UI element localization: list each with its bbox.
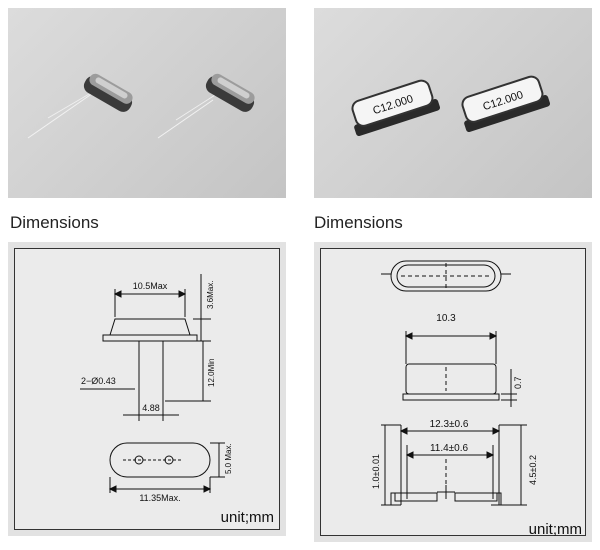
dim-lead-length: 12.0Min [207,359,216,387]
photo-left [8,8,286,198]
dim-width: 10.5Max [133,281,168,291]
dim-bottom-height: 5.0 Max. [224,443,233,474]
crystal-photo-left [27,73,255,139]
drawing-frame-right: 10.3 0.7 12.3±0.6 11.4±0.6 4.5±0.2 1.0±0… [320,248,586,536]
photo-right: C12.000 C12.000 [314,8,592,198]
unit-label-right: unit;mm [528,521,582,538]
drawing-frame-left: 10.5Max 3.6Max. 12.0Min 2−Ø0.43 4.88 11.… [14,248,280,530]
through-hole-drawing: 10.5Max 3.6Max. 12.0Min 2−Ø0.43 4.88 11.… [80,274,233,503]
dim-height-right: 4.5±0.2 [528,455,538,485]
dimension-panel-left: 10.5Max 3.6Max. 12.0Min 2−Ø0.43 4.88 11.… [8,242,286,536]
dim-lead-height: 1.0±0.01 [371,454,381,489]
dim-body-thickness: 0.7 [513,376,523,389]
dimension-panel-right: 10.3 0.7 12.3±0.6 11.4±0.6 4.5±0.2 1.0±0… [314,242,592,542]
unit-label-left: unit;mm [220,509,274,526]
dim-body-width: 10.3 [436,313,456,324]
dim-length-outer: 12.3±0.6 [430,419,469,430]
dimensions-heading-left: Dimensions [10,213,99,232]
dim-pitch: 4.88 [142,403,160,413]
smd-drawing: 10.3 0.7 12.3±0.6 11.4±0.6 4.5±0.2 1.0±0… [371,260,538,506]
dim-lead-diameter: 2−Ø0.43 [81,376,116,386]
crystal-photo-right: C12.000 C12.000 [351,75,551,137]
dim-bottom-width: 11.35Max. [139,493,180,503]
dim-length-inner: 11.4±0.6 [430,443,469,454]
dimensions-heading-right: Dimensions [314,213,403,232]
dim-height: 3.6Max. [206,281,215,309]
